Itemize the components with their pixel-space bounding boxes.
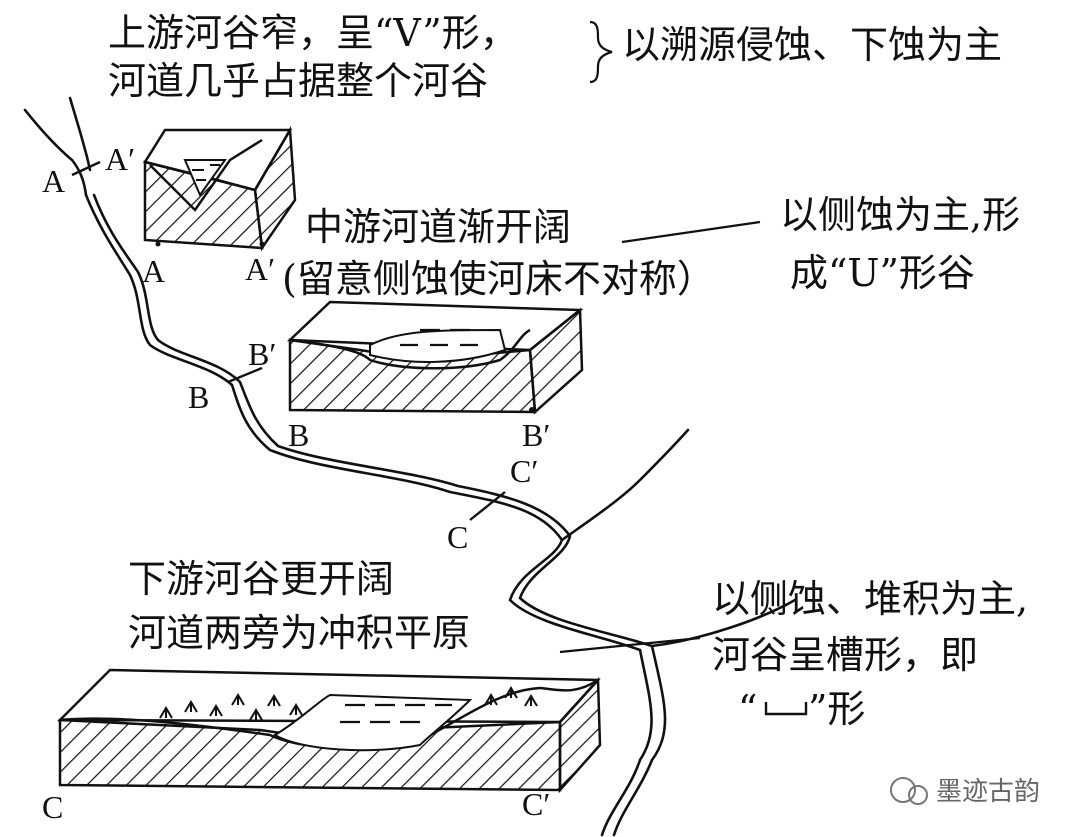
river-bank-right — [92, 193, 667, 837]
upper-line1: 上游河谷窄，呈“V”形， — [108, 11, 518, 55]
tributary-right — [68, 96, 92, 172]
section-b-line — [227, 366, 263, 384]
lower-erosion-line3-pre: “ — [738, 687, 757, 731]
upper-brace — [589, 20, 613, 84]
section-a-line — [71, 160, 101, 177]
block-b-u-valley — [286, 300, 584, 415]
tributary-c — [560, 428, 690, 542]
lower-erosion-line1: 以侧蚀、堆积为主, — [712, 577, 1028, 621]
point-b-river: B — [188, 379, 209, 415]
trough-shape-icon — [764, 702, 808, 716]
lower-line1: 下游河谷更开阔 — [128, 557, 394, 601]
lower-pointer — [559, 636, 701, 654]
v-valley-profile — [149, 138, 263, 212]
point-a-river: A — [42, 163, 65, 199]
section-c-line — [469, 491, 506, 521]
middle-erosion-line2: 成“U”形谷 — [790, 251, 975, 295]
section-lines — [71, 160, 506, 521]
vegetation-marks — [159, 686, 538, 721]
river-course — [23, 96, 797, 837]
point-b-prime-block: B′ — [522, 417, 550, 453]
point-b-prime-river: B′ — [248, 336, 276, 372]
lower-line2: 河道两旁为冲积平原 — [128, 611, 470, 655]
wechat-icon — [890, 777, 916, 803]
watermark: 墨迹古韵 — [890, 777, 1040, 807]
point-b-block: B — [288, 417, 309, 453]
point-c-prime-block: C′ — [522, 786, 550, 822]
watermark-text: 墨迹古韵 — [936, 777, 1040, 807]
middle-erosion-line1: 以侧蚀为主,形 — [780, 193, 1020, 237]
point-a-prime-block: A′ — [245, 251, 275, 287]
lower-erosion-line3-post: ”形 — [808, 687, 865, 731]
block-c-trough-valley — [56, 668, 602, 794]
u-valley-profile — [289, 328, 531, 370]
point-c-prime-river: C′ — [510, 453, 538, 489]
point-a-block: A — [142, 253, 165, 289]
tributary-lower — [650, 598, 797, 648]
block-a-v-valley — [143, 125, 297, 252]
text-labels: 上游河谷窄，呈“V”形， 河道几乎占据整个河谷 以溯源侵蚀、下蚀为主 中游河道渐… — [42, 11, 1028, 825]
lower-erosion-line2: 河谷呈槽形，即 — [712, 633, 978, 677]
middle-title: 中游河道渐开阔 — [305, 205, 571, 249]
upper-erosion: 以溯源侵蚀、下蚀为主 — [622, 23, 1002, 67]
point-c-river: C — [447, 519, 468, 555]
upper-line2: 河道几乎占据整个河谷 — [108, 59, 488, 103]
v-valley-water — [183, 159, 227, 198]
pointer-lines — [559, 20, 761, 654]
middle-note: (留意侧蚀使河床不对称） — [282, 257, 715, 301]
tributary-left — [23, 108, 88, 197]
point-a-prime-river: A′ — [105, 141, 135, 177]
middle-pointer — [621, 220, 761, 244]
river-bank-left — [84, 193, 653, 837]
point-c-block: C — [42, 789, 63, 825]
